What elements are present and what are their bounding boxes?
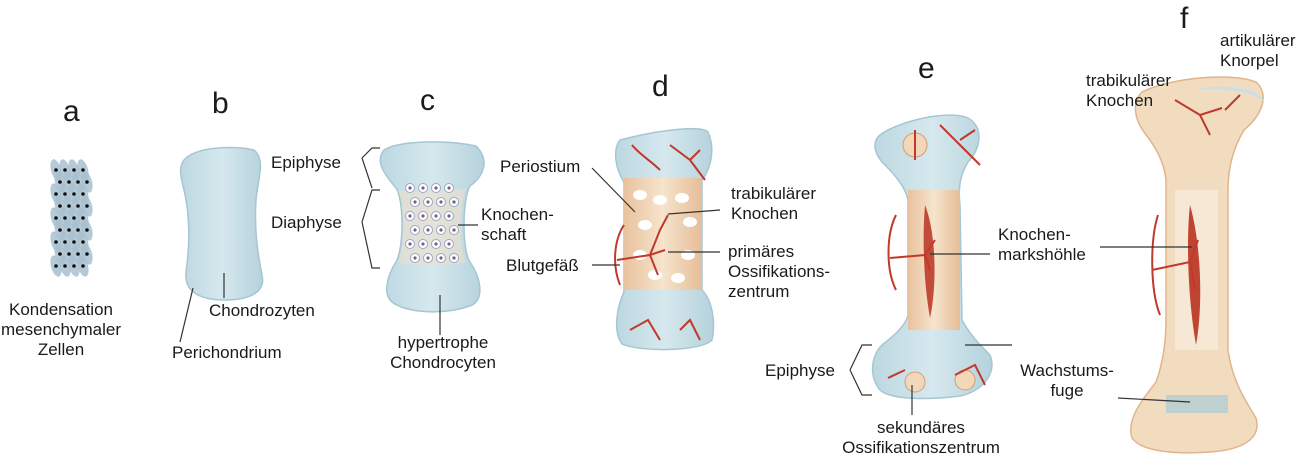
trabecular-space <box>638 220 652 230</box>
label-trabikulaerer-knochen-f: trabikulärer Knochen <box>1086 71 1171 111</box>
cell-nucleus <box>54 192 58 196</box>
label-knochenmarkshoehle: Knochen- markshöhle <box>998 225 1086 265</box>
stage-a-mesenchyme <box>48 158 94 278</box>
cell-nucleus <box>81 264 85 268</box>
cell-nucleus <box>76 180 80 184</box>
chondrocyte-nucleus <box>408 214 411 217</box>
label-periostium: Periostium <box>500 157 580 177</box>
cell-nucleus <box>63 240 67 244</box>
cell-nucleus <box>58 204 62 208</box>
cell-nucleus <box>54 168 58 172</box>
label-primaeres-ossifikationszentrum: primäres Ossifikations- zentrum <box>728 242 830 302</box>
chondrocyte-nucleus <box>421 186 424 189</box>
chondrocyte-nucleus <box>413 256 416 259</box>
cell-nucleus <box>58 252 62 256</box>
trabecular-space <box>648 270 662 280</box>
label-kondensation: Kondensation mesenchymaler Zellen <box>0 300 122 360</box>
cell-nucleus <box>81 168 85 172</box>
label-epiphyse-e: Epiphyse <box>765 361 835 381</box>
cell-nucleus <box>85 180 89 184</box>
trabecular-space <box>633 190 647 200</box>
chondrocyte-nucleus <box>408 186 411 189</box>
cell-nucleus <box>67 180 71 184</box>
label-hypertrophe-chondrocyten: hypertrophe Chondrocyten <box>383 333 503 373</box>
cell-nucleus <box>85 228 89 232</box>
cell-nucleus <box>81 240 85 244</box>
chondrocyte-nucleus <box>426 256 429 259</box>
stage-e-secondary-ossification <box>873 115 992 398</box>
stage-b-cartilage-model <box>181 148 263 300</box>
chondrocyte-nucleus <box>434 186 437 189</box>
cell-nucleus <box>67 252 71 256</box>
trabecular-space <box>671 273 685 283</box>
label-epiphyse-c: Epiphyse <box>271 153 341 173</box>
cell-nucleus <box>58 180 62 184</box>
cell-nucleus <box>54 240 58 244</box>
cell-nucleus <box>72 240 76 244</box>
chondrocyte-nucleus <box>413 228 416 231</box>
chondrocyte-nucleus <box>413 200 416 203</box>
chondrocyte-nucleus <box>439 200 442 203</box>
chondrocyte-nucleus <box>434 242 437 245</box>
cell-nucleus <box>72 264 76 268</box>
cell-nucleus <box>76 252 80 256</box>
stage-letter-c: c <box>420 84 435 118</box>
trabecular-space <box>683 217 697 227</box>
cell-nucleus <box>63 168 67 172</box>
cell-nucleus <box>85 204 89 208</box>
cell-nucleus <box>63 192 67 196</box>
label-wachstumsfuge: Wachstums- fuge <box>1012 361 1122 401</box>
chondrocyte-nucleus <box>452 200 455 203</box>
stage-d-primary-ossification <box>615 129 713 350</box>
cell-nucleus <box>72 192 76 196</box>
label-knochenschaft: Knochen- schaft <box>481 205 554 245</box>
stage-letter-e: e <box>918 52 935 86</box>
label-sekundaeres-ossifikationszentrum: sekundäres Ossifikationszentrum <box>820 418 1022 458</box>
cell-nucleus <box>67 228 71 232</box>
stage-letter-a: a <box>63 95 80 129</box>
cell-nucleus <box>81 216 85 220</box>
cell-nucleus <box>54 216 58 220</box>
stage-letter-b: b <box>212 87 229 121</box>
label-chondrozyten: Chondrozyten <box>209 301 315 321</box>
cell-nucleus <box>72 216 76 220</box>
chondrocyte-nucleus <box>447 186 450 189</box>
trabecular-space <box>675 193 689 203</box>
stage-f-mature-bone <box>1131 77 1264 453</box>
chondrocyte-nucleus <box>408 242 411 245</box>
chondrocyte-nucleus <box>452 256 455 259</box>
label-trabikulaerer-knochen-d: trabikulärer Knochen <box>731 184 816 224</box>
chondrocyte-nucleus <box>439 256 442 259</box>
cell-nucleus <box>63 264 67 268</box>
chondrocyte-nucleus <box>434 214 437 217</box>
cell-nucleus <box>85 252 89 256</box>
cell-nucleus <box>81 192 85 196</box>
cell-nucleus <box>76 204 80 208</box>
chondrocyte-nucleus <box>447 242 450 245</box>
cell-nucleus <box>67 204 71 208</box>
chondrocyte-nucleus <box>426 228 429 231</box>
stage-c-hypertrophic-cartilage <box>380 142 484 312</box>
chondrocyte-nucleus <box>452 228 455 231</box>
cell-nucleus <box>76 228 80 232</box>
chondrocyte-nucleus <box>421 214 424 217</box>
label-blutgefaess: Blutgefäß <box>506 256 579 276</box>
cell-nucleus <box>72 168 76 172</box>
stage-letter-d: d <box>652 70 669 104</box>
stage-letter-f: f <box>1180 2 1188 36</box>
cell-nucleus <box>54 264 58 268</box>
label-artikulaerer-knorpel: artikulärer Knorpel <box>1220 31 1296 71</box>
label-diaphyse: Diaphyse <box>271 213 342 233</box>
chondrocyte-nucleus <box>421 242 424 245</box>
label-perichondrium: Perichondrium <box>172 343 282 363</box>
cell-nucleus <box>58 228 62 232</box>
chondrocyte-nucleus <box>439 228 442 231</box>
cell-nucleus <box>63 216 67 220</box>
chondrocyte-nucleus <box>447 214 450 217</box>
trabecular-space <box>653 195 667 205</box>
chondrocyte-nucleus <box>426 200 429 203</box>
